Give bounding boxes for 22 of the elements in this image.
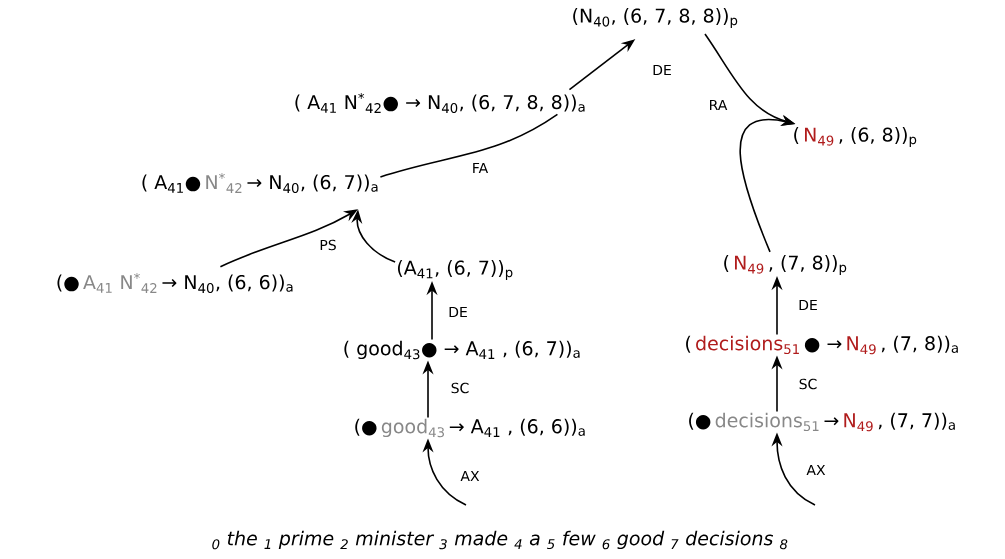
chart-item: (● decisions$_{51}$ → N$_{49}$ , (7, 7))$_{a}$ [689,412,955,432]
chart-item: ( good$_{43}$● → A$_{41}$ , (6, 7))$_{a}$ [344,340,580,360]
chart-item: ( N$_{49}$ , (6, 8))$_{p}$ [794,127,917,147]
edge-label: DE [447,305,469,319]
edge-label: AX [805,463,827,477]
chart-item: ( N$_{49}$ , (7, 8))$_{p}$ [724,255,847,275]
chart-item: (● A$_{41}$ N$^{*}$42 → N$_{40}$, (6, 6))$_{a}$ [57,272,293,294]
edge-label: FA [470,161,490,175]
edge-label: PS [318,238,338,252]
edge-label: DE [797,298,819,312]
chart-item: ( A$_{41}$● N$^{*}$42 → N$_{40}$, (6, 7))$_{a}$ [142,172,378,194]
chart-item: (A$_{41}$, (6, 7))$_{p}$ [397,260,513,280]
sentence: $_{0}$ the $_{1}$ prime $_{2}$ minister $_{3}$ made $_{4}$ a $_{5}$ few $_{6}$ good $_{7}$ decisions $_{8}$ [212,530,788,550]
chart-item: ( decisions$_{51}$ ● → N$_{49}$ , (7, 8))$_{a}$ [686,335,958,355]
edge-label: RA [707,98,729,112]
edge-label: AX [459,469,481,483]
chart-item: (● good$_{43}$ → A$_{41}$ , (6, 6))$_{a}$ [355,418,585,438]
edge-label: DE [651,63,673,77]
edge-label: SC [797,377,819,391]
chart-item: ( A$_{41}$ N$^{*}$$_{42}$● → N$_{40}$, (6, 7, 8, 8))$_{a}$ [295,92,585,114]
chart-item: (N$_{40}$, (6, 7, 8, 8))$_{p}$ [573,8,738,28]
edge-label: SC [449,381,471,395]
